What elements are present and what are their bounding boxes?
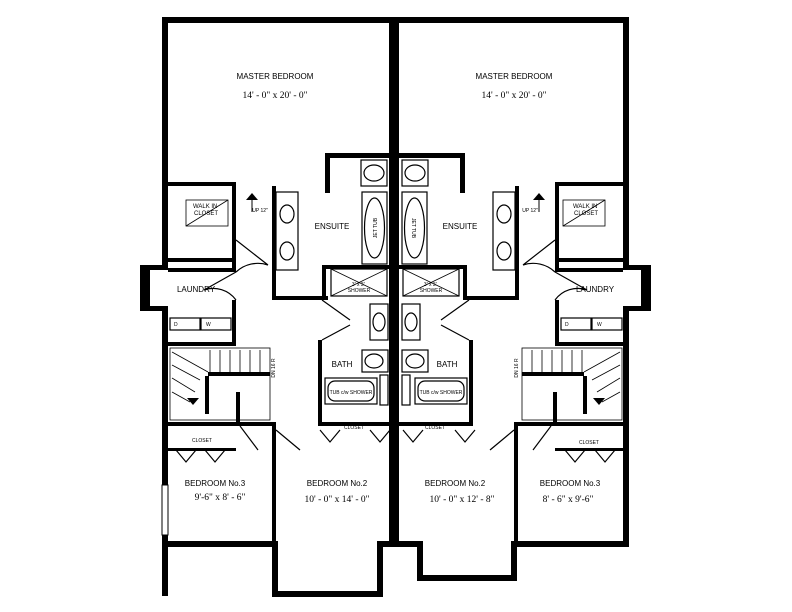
- left-master-bedroom-name: MASTER BEDROOM: [237, 72, 314, 81]
- left-bedroom-3-name: BEDROOM No.3: [185, 479, 246, 488]
- right-walk-in-line: WALK IN: [573, 204, 597, 210]
- exterior-walls: [140, 17, 651, 597]
- right-bedroom-3-size: 8' - 6" x 9'-6": [543, 495, 594, 505]
- right-tub-shower-label: TUB c/w SHOWER: [420, 390, 463, 396]
- left-shower-label: 3' x 3' SHOWER: [348, 282, 371, 294]
- right-interior-walls: [399, 153, 623, 547]
- right-shower-line2: SHOWER: [420, 288, 443, 294]
- right-walk-in-closet-label: WALK IN CLOSET: [573, 204, 599, 217]
- left-laundry-label: LAUNDRY: [177, 285, 216, 294]
- left-labels: MASTER BEDROOM 14' - 0" x 20' - 0" WALK …: [174, 72, 379, 505]
- right-laundry-label: LAUNDRY: [576, 285, 615, 294]
- right-bedroom-2-size: 10' - 0" x 12' - 8": [429, 495, 494, 505]
- left-closet-bed3-label: CLOSET: [192, 438, 212, 444]
- left-bedroom-2-size: 10' - 0" x 14' - 0": [304, 495, 369, 505]
- right-stair-down-label: DN 16 R: [514, 358, 520, 378]
- right-bedroom-3-name: BEDROOM No.3: [540, 479, 601, 488]
- left-dryer-label: D: [174, 322, 178, 328]
- left-bedroom-2-name: BEDROOM No.2: [307, 479, 368, 488]
- right-closet-bed3-label: CLOSET: [579, 440, 599, 446]
- left-interior-walls: [168, 153, 389, 547]
- right-shower-label: 3' x 3' SHOWER: [420, 282, 443, 294]
- window-marks: [161, 19, 600, 595]
- right-shower-line1: 3' x 3': [424, 282, 437, 288]
- left-closet-line: CLOSET: [194, 211, 218, 217]
- right-jet-tub-label: JET TUB: [410, 218, 416, 239]
- right-fixtures: [401, 159, 623, 421]
- left-master-bedroom-size: 14' - 0" x 20' - 0": [242, 91, 307, 101]
- right-bath-label: BATH: [437, 360, 458, 369]
- right-stair-up-label: UP 12": [522, 208, 538, 214]
- left-jet-tub-label: JET TUB: [373, 217, 379, 238]
- left-tub-shower-label: TUB c/w SHOWER: [330, 390, 373, 396]
- left-closet-bed2-label: CLOSET: [344, 425, 364, 431]
- door-swings: [175, 239, 616, 463]
- left-shower-line2: SHOWER: [348, 288, 371, 294]
- right-ensuite-label: ENSUITE: [443, 222, 478, 231]
- left-stair-up-label: UP 12": [252, 208, 268, 214]
- right-closet-bed2-label: CLOSET: [425, 425, 445, 431]
- right-labels: MASTER BEDROOM 14' - 0" x 20' - 0" WALK …: [410, 72, 615, 505]
- left-ensuite-label: ENSUITE: [315, 222, 350, 231]
- right-bedroom-2-name: BEDROOM No.2: [425, 479, 486, 488]
- left-stair-down-label: DN 16 R: [271, 358, 277, 378]
- left-bedroom-3-size: 9'-6" x 8' - 6": [195, 493, 246, 503]
- right-dryer-label: D: [565, 322, 569, 328]
- left-fixtures: [169, 159, 389, 421]
- left-walk-in-closet-label: WALK IN CLOSET: [193, 204, 219, 217]
- right-master-bedroom-size: 14' - 0" x 20' - 0": [481, 91, 546, 101]
- left-walk-in-line: WALK IN: [193, 204, 217, 210]
- left-washer-label: W: [206, 322, 211, 328]
- right-washer-label: W: [597, 322, 602, 328]
- right-master-bedroom-name: MASTER BEDROOM: [476, 72, 553, 81]
- right-closet-line: CLOSET: [574, 211, 598, 217]
- left-bath-label: BATH: [332, 360, 353, 369]
- left-shower-line1: 3' x 3': [352, 282, 365, 288]
